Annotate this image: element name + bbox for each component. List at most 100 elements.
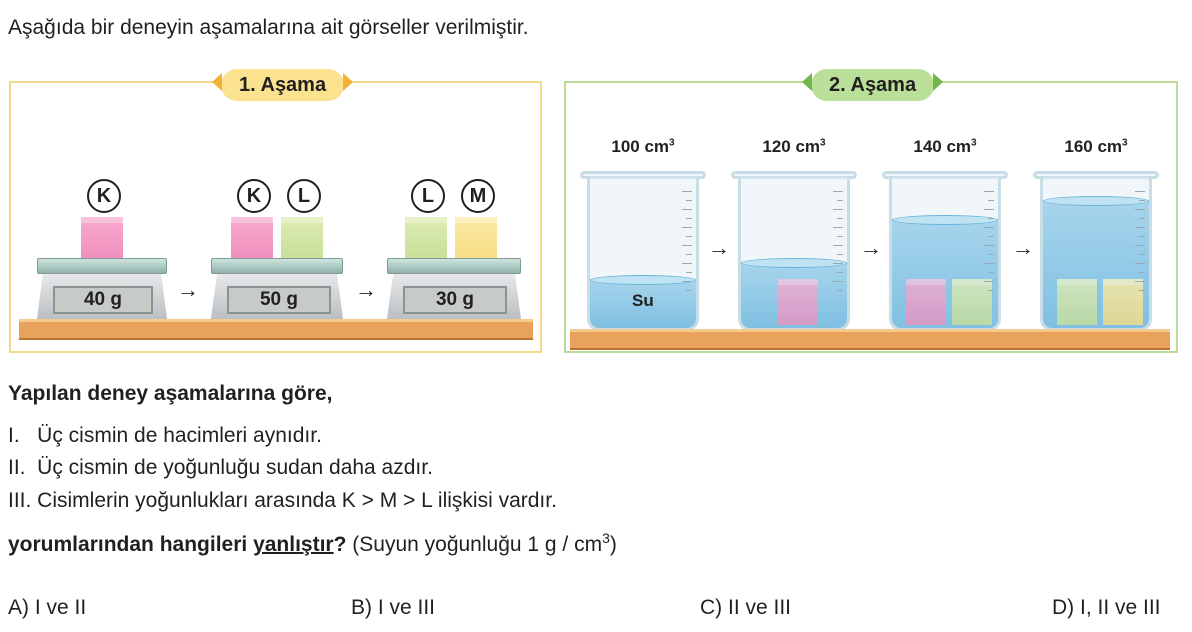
graduation-tick xyxy=(682,191,692,192)
question-lead: Yapılan deney aşamalarına göre, xyxy=(8,382,333,405)
intro-text: Aşağıda bir deneyin aşamalarına ait görs… xyxy=(8,16,529,39)
graduation-tick xyxy=(682,209,692,210)
graduation-tick xyxy=(988,200,994,201)
graduation-tick xyxy=(837,290,843,291)
label-l-circle: L xyxy=(287,179,321,213)
graduation-tick xyxy=(686,236,692,237)
statement-2: II. Üç cismin de yoğunluğu sudan daha az… xyxy=(8,456,433,479)
wooden-shelf xyxy=(19,319,533,340)
graduation-tick xyxy=(984,263,994,264)
graduation-tick xyxy=(833,191,843,192)
beaker-2 xyxy=(738,177,850,331)
graduation-tick xyxy=(984,227,994,228)
graduation-tick xyxy=(1135,263,1145,264)
scale-display-3: 30 g xyxy=(403,286,507,314)
choice-d[interactable]: D) I, II ve III xyxy=(1052,596,1161,619)
label-k-circle: K xyxy=(237,179,271,213)
choice-a[interactable]: A) I ve II xyxy=(8,596,87,619)
label-k-circle: K xyxy=(87,179,121,213)
graduation-tick xyxy=(686,200,692,201)
graduation-tick xyxy=(837,254,843,255)
graduation-tick xyxy=(1139,200,1145,201)
scale-display-1: 40 g xyxy=(53,286,153,314)
graduation-tick xyxy=(682,263,692,264)
stage2-panel: 2. Aşama 100 cm3 Su → 120 cm3 → 140 cm3 … xyxy=(564,69,1178,353)
graduation-tick xyxy=(686,272,692,273)
object-l xyxy=(281,217,323,259)
arrow-icon: → xyxy=(355,277,377,302)
graduation-tick xyxy=(1139,272,1145,273)
graduation-tick xyxy=(988,290,994,291)
arrow-icon: → xyxy=(177,277,199,302)
graduation-tick xyxy=(1139,290,1145,291)
arrow-icon: → xyxy=(1012,235,1034,260)
scale-display-2: 50 g xyxy=(227,286,331,314)
volume-label-3: 140 cm3 xyxy=(913,137,977,156)
graduation-tick xyxy=(1139,254,1145,255)
graduation-tick xyxy=(833,281,843,282)
object-k xyxy=(906,279,946,325)
choice-c[interactable]: C) II ve III xyxy=(700,596,792,619)
graduation-tick xyxy=(988,272,994,273)
scale-plate xyxy=(37,258,167,274)
arrow-icon: → xyxy=(860,235,882,260)
graduation-tick xyxy=(1139,218,1145,219)
stage1-title: 1. Aşama xyxy=(211,69,354,101)
graduation-tick xyxy=(984,191,994,192)
object-m xyxy=(1103,279,1143,325)
wooden-shelf xyxy=(570,329,1170,350)
graduation-tick xyxy=(837,272,843,273)
volume-label-2: 120 cm3 xyxy=(762,137,826,156)
graduation-tick xyxy=(682,227,692,228)
object-k xyxy=(81,217,123,259)
beaker-4 xyxy=(1040,177,1152,331)
graduation-tick xyxy=(837,218,843,219)
graduation-tick xyxy=(686,290,692,291)
object-l xyxy=(1057,279,1097,325)
graduation-tick xyxy=(1135,191,1145,192)
water-label: Su xyxy=(632,291,654,310)
graduation-tick xyxy=(1135,281,1145,282)
object-k xyxy=(231,217,273,259)
graduation-tick xyxy=(837,200,843,201)
graduation-tick xyxy=(682,281,692,282)
beaker-3 xyxy=(889,177,1001,331)
graduation-tick xyxy=(1135,227,1145,228)
graduation-tick xyxy=(833,245,843,246)
graduation-tick xyxy=(686,218,692,219)
graduation-tick xyxy=(1135,245,1145,246)
graduation-tick xyxy=(1135,209,1145,210)
statement-3: III. Cisimlerin yoğunlukları arasında K … xyxy=(8,489,557,512)
stage1-panel: 1. Aşama K 40 g → K L 50 g → L M 30 g xyxy=(9,69,542,353)
graduation-tick xyxy=(984,245,994,246)
graduation-tick xyxy=(682,245,692,246)
object-k xyxy=(778,279,818,325)
graduation-tick xyxy=(984,281,994,282)
volume-label-1: 100 cm3 xyxy=(611,137,675,156)
graduation-tick xyxy=(1139,236,1145,237)
water xyxy=(590,275,696,328)
graduation-tick xyxy=(988,218,994,219)
stage2-title: 2. Aşama xyxy=(801,69,944,101)
label-m-circle: M xyxy=(461,179,495,213)
object-l xyxy=(952,279,992,325)
graduation-tick xyxy=(833,263,843,264)
arrow-icon: → xyxy=(708,235,730,260)
graduation-tick xyxy=(988,236,994,237)
graduation-tick xyxy=(988,254,994,255)
graduation-tick xyxy=(833,227,843,228)
question-prompt: yorumlarından hangileri yanlıştır? (Suyu… xyxy=(8,530,617,556)
graduation-tick xyxy=(833,209,843,210)
object-l xyxy=(405,217,447,259)
graduation-tick xyxy=(984,209,994,210)
scale-plate xyxy=(211,258,343,274)
scale-plate xyxy=(387,258,521,274)
volume-label-4: 160 cm3 xyxy=(1064,137,1128,156)
object-m xyxy=(455,217,497,259)
label-l-circle: L xyxy=(411,179,445,213)
choice-b[interactable]: B) I ve III xyxy=(351,596,436,619)
beaker-1: Su xyxy=(587,177,699,331)
graduation-tick xyxy=(686,254,692,255)
statement-1: I. Üç cismin de hacimleri aynıdır. xyxy=(8,424,322,447)
graduation-tick xyxy=(837,236,843,237)
